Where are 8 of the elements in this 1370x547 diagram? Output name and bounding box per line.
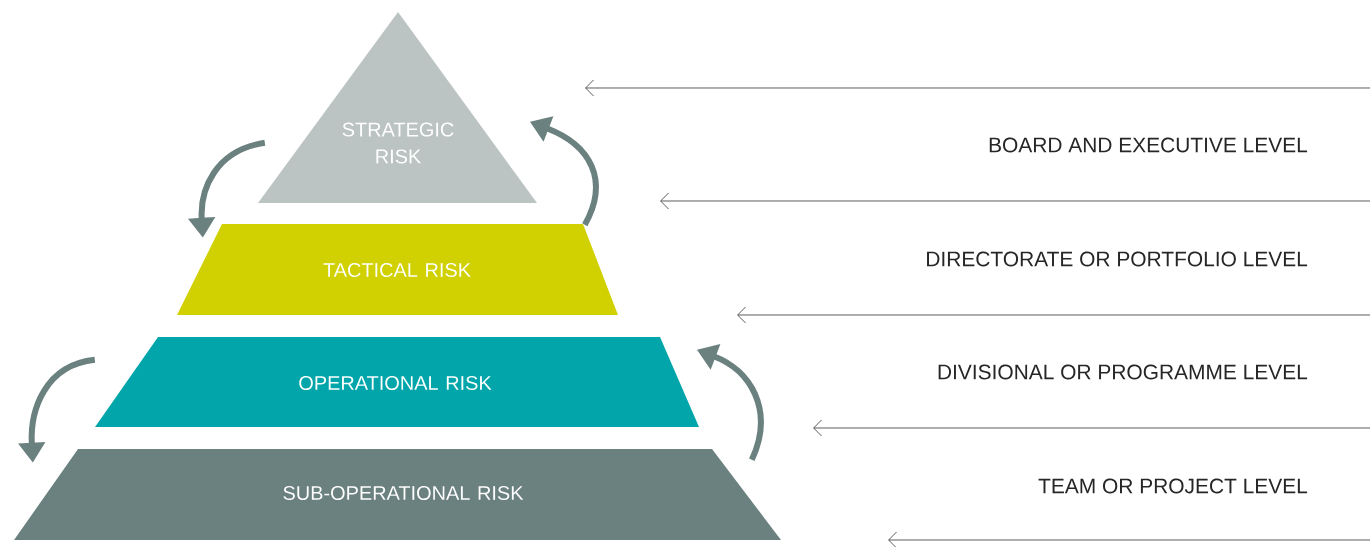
pyramid-level: OPERATIONAL RISK <box>95 337 699 427</box>
level-label: TEAM OR PROJECT LEVEL <box>1038 478 1308 494</box>
pyramid-level: SUB-OPERATIONAL RISK <box>14 449 781 540</box>
level-label: BOARD AND EXECUTIVE LEVEL <box>989 137 1308 153</box>
level-label: DIRECTORATE OR PORTFOLIO LEVEL <box>927 251 1308 267</box>
level-label: DIVISIONAL OR PROGRAMME LEVEL <box>938 364 1308 380</box>
pyramid-level: TACTICAL RISK <box>177 224 618 315</box>
pyramid-level: STRATEGIC RISK <box>258 12 537 203</box>
